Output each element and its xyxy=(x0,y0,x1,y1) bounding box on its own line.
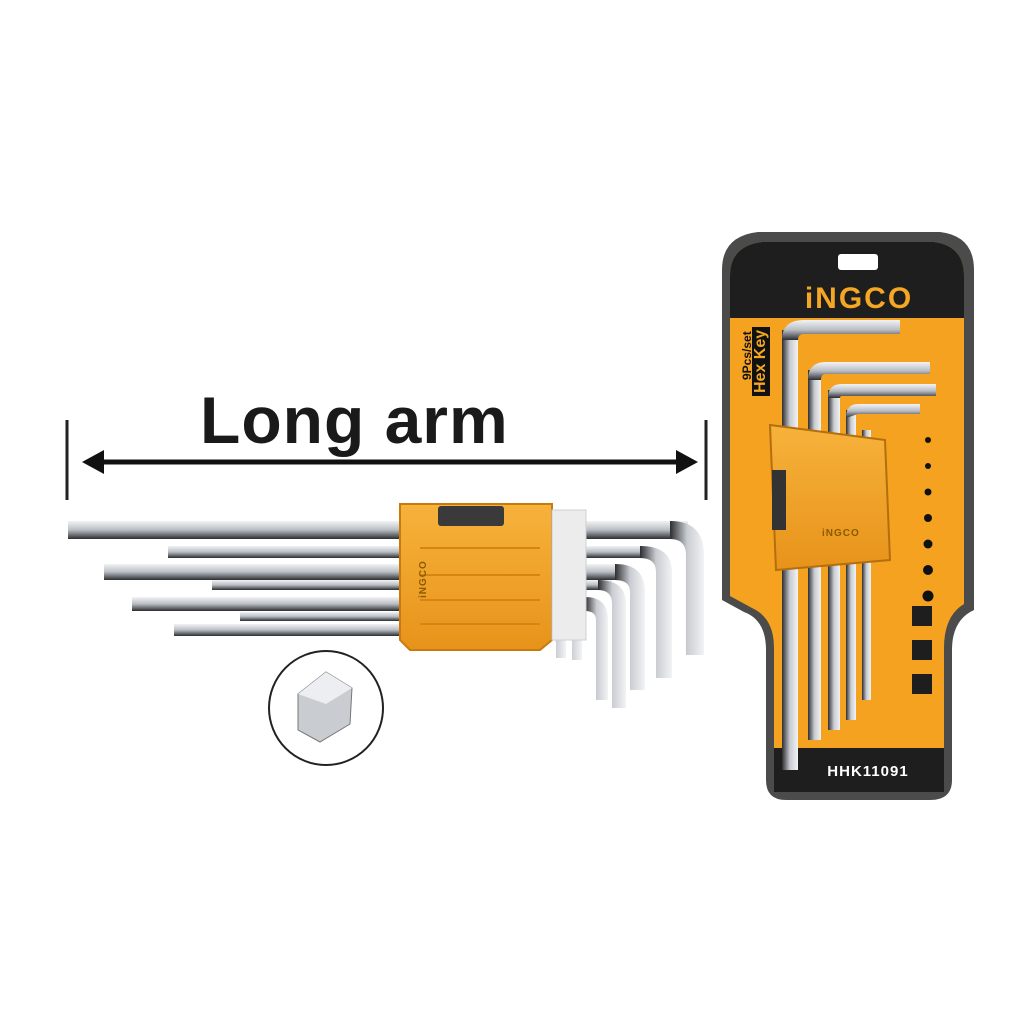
model-number: HHK11091 xyxy=(827,763,909,780)
long-arm-headline: Long arm xyxy=(200,383,509,457)
product-name-label: Hex Key xyxy=(752,326,770,396)
package-brand-logo: iNGCO xyxy=(804,282,914,315)
package-holder-brand: iNGCO xyxy=(822,528,860,539)
